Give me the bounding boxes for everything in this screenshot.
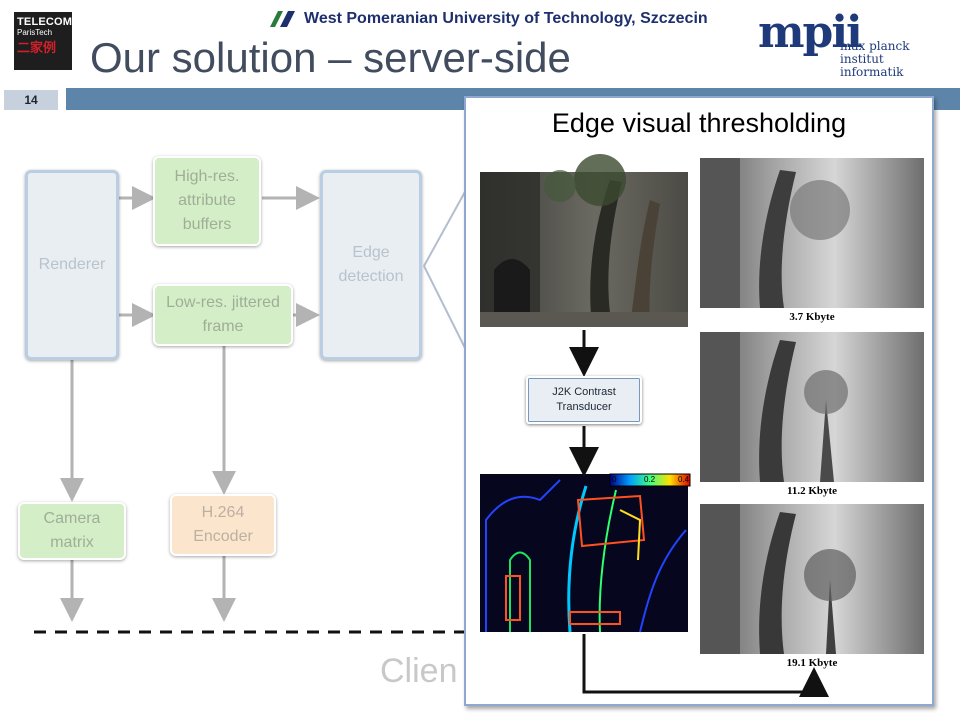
renderer-box: Renderer <box>25 170 119 360</box>
low-res-frame-box: Low-res. jittered frame <box>153 284 293 346</box>
mpi-logo-line2: informatik <box>840 65 904 79</box>
max-planck-logo: mpii max planck institut informatik <box>758 7 948 79</box>
mpi-logo-mark: mpii <box>758 7 863 58</box>
h264-encoder-box: H.264 Encoder <box>170 494 276 556</box>
colorbar-tick-2: 0.4 <box>678 475 690 484</box>
telecom-logo-line1: TELECOM <box>17 16 73 28</box>
edge-detection-box: Edge detection <box>320 170 422 360</box>
rendered-scene-image <box>480 154 688 327</box>
page-title: Our solution – server-side <box>90 34 571 81</box>
depth-caption-3: 19.1 Kbyte <box>786 657 838 669</box>
slide-number: 14 <box>4 90 58 110</box>
depth-map-image-1 <box>700 158 924 308</box>
university-name: West Pomeranian University of Technology… <box>304 10 708 27</box>
edge-heatmap-image <box>480 473 691 633</box>
j2k-contrast-transducer-box: J2K Contrast Transducer <box>526 376 642 424</box>
camera-matrix-box: Camera matrix <box>18 502 126 560</box>
mpi-logo-line1: max planck institut <box>840 39 910 66</box>
depth-caption-2: 11.2 Kbyte <box>786 485 838 497</box>
university-emblem-icon <box>270 11 295 27</box>
client-label: Clien <box>380 652 458 690</box>
colorbar-tick-0: 0 <box>612 475 617 484</box>
depth-caption-1: 3.7 Kbyte <box>789 311 835 323</box>
depth-map-image-2 <box>700 332 924 482</box>
panel-title: Edge visual thresholding <box>551 108 847 138</box>
high-res-buffers-box: High-res. attribute buffers <box>153 156 261 246</box>
mpi-logo-text: max planck institut informatik <box>840 40 948 79</box>
telecom-logo-line2: ParisTech <box>17 28 53 37</box>
colorbar-tick-1: 0.2 <box>644 475 656 484</box>
depth-map-image-3 <box>700 504 924 654</box>
telecom-paristech-logo: TELECOM ParisTech 二家例 <box>14 12 72 70</box>
university-logo: West Pomeranian University of Technology… <box>268 6 708 32</box>
telecom-logo-mark: 二家例 <box>17 40 57 55</box>
